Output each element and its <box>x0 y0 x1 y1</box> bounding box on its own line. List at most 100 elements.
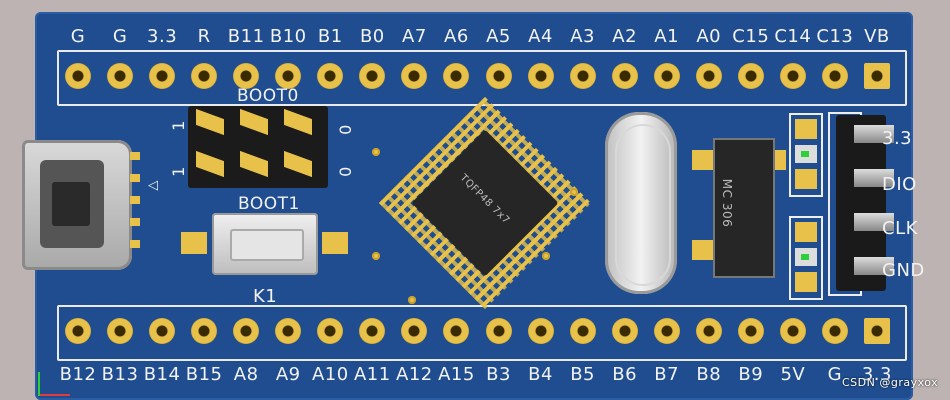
header-pin <box>569 63 596 89</box>
bottom-pin-label: B4 <box>528 364 553 385</box>
button-label: K1 <box>253 286 278 307</box>
header-pin <box>569 318 596 344</box>
usb-indicator-icon: ◁ <box>148 178 159 193</box>
via <box>542 252 550 260</box>
usb-pads <box>130 152 140 252</box>
voltage-regulator: MC 306 <box>713 138 775 278</box>
header-pin <box>317 63 344 89</box>
top-pin-label: G <box>70 26 86 47</box>
regulator-label: MC 306 <box>720 178 735 228</box>
top-pin-label: A6 <box>444 26 469 47</box>
regulator-pad-c <box>772 150 786 170</box>
boot-jumper-header[interactable] <box>188 106 328 188</box>
header-pin <box>275 63 302 89</box>
header-pin <box>653 318 680 344</box>
header-pin <box>443 318 470 344</box>
header-pin <box>233 318 260 344</box>
header-pin <box>317 318 344 344</box>
bottom-pin-label: A12 <box>396 364 433 385</box>
top-pin-label: B11 <box>227 26 265 47</box>
header-pin <box>443 63 470 89</box>
swd-label-dio: DIO <box>882 174 917 195</box>
header-pin <box>695 318 722 344</box>
top-pin-label: A0 <box>696 26 722 47</box>
top-pin-label: B10 <box>269 26 307 47</box>
top-pin-label: C14 <box>774 26 812 47</box>
top-pin-label: G <box>112 26 128 47</box>
swd-label-clk: CLK <box>882 218 918 239</box>
boot0-right-top: 0 <box>335 124 355 135</box>
bottom-pin-label: A11 <box>353 364 391 385</box>
top-pin-label: C13 <box>816 26 854 47</box>
top-pin-label: A2 <box>612 26 638 47</box>
bottom-pin-label: B12 <box>59 364 97 385</box>
header-pin <box>485 63 512 89</box>
button-pad-left <box>181 232 207 254</box>
header-pin <box>191 318 218 344</box>
header-pin <box>779 318 806 344</box>
swd-header[interactable] <box>836 115 894 291</box>
swd-label-3v3: 3.3 <box>882 128 913 149</box>
bottom-pin-label: G <box>827 364 843 385</box>
bottom-pin-label: B14 <box>143 364 181 385</box>
bottom-pin-label: A9 <box>275 364 301 385</box>
crystal-oscillator <box>605 112 677 294</box>
bottom-pin-label: B5 <box>570 364 595 385</box>
top-pin-label: A7 <box>402 26 427 47</box>
header-pin <box>737 63 764 89</box>
top-pin-label: A4 <box>528 26 553 47</box>
header-pin <box>107 63 134 89</box>
x-axis-gizmo <box>40 394 70 396</box>
header-pin <box>611 318 638 344</box>
header-pin <box>653 63 680 89</box>
top-pin-label: A5 <box>486 26 511 47</box>
header-pin <box>527 63 554 89</box>
bottom-pin-label: B3 <box>486 364 511 385</box>
header-pin <box>695 63 722 89</box>
bottom-pin-label: 5V <box>780 364 806 385</box>
header-pin <box>821 63 848 89</box>
bottom-pin-label: A10 <box>311 364 349 385</box>
bottom-pin-label: 3.3 <box>861 364 892 385</box>
swd-label-gnd: GND <box>882 260 925 281</box>
boot0-label: BOOT0 <box>237 86 299 106</box>
boot1-label: BOOT1 <box>238 194 300 214</box>
header-pin <box>149 318 176 344</box>
header-pin <box>359 63 386 89</box>
reset-button[interactable] <box>212 213 318 275</box>
header-pin <box>611 63 638 89</box>
header-pin <box>527 318 554 344</box>
top-pin-label: 3.3 <box>147 26 178 47</box>
header-pin <box>779 63 806 89</box>
top-pin-label: A3 <box>570 26 595 47</box>
bottom-pin-label: B6 <box>612 364 638 385</box>
top-pin-label: C15 <box>732 26 770 47</box>
header-pin <box>107 318 134 344</box>
header-pin <box>737 318 764 344</box>
bottom-pin-label: B7 <box>654 364 680 385</box>
bottom-pin-label: B13 <box>101 364 139 385</box>
header-pin <box>401 318 428 344</box>
top-pin-label: R <box>197 26 211 47</box>
boot0-left-top: 1 <box>168 120 188 131</box>
regulator-pad-a <box>692 150 714 170</box>
header-pin <box>359 318 386 344</box>
mcu-chip: TQFP48 7x7 <box>378 96 592 310</box>
y-axis-gizmo <box>38 372 40 396</box>
header-pin <box>863 63 890 89</box>
header-pin <box>821 318 848 344</box>
led-bottom <box>789 216 823 300</box>
bottom-pin-label: B8 <box>696 364 722 385</box>
header-pin <box>149 63 176 89</box>
via <box>372 252 380 260</box>
header-pin <box>485 318 512 344</box>
micro-usb-connector <box>22 140 132 270</box>
regulator-pad-b <box>692 240 714 260</box>
top-pin-label: VB <box>864 26 890 47</box>
button-pad-right <box>322 232 348 254</box>
led-top <box>789 113 823 197</box>
top-pin-label: B1 <box>317 26 343 47</box>
top-pin-label: A1 <box>654 26 680 47</box>
header-pin <box>863 318 890 344</box>
header-pin <box>275 318 302 344</box>
